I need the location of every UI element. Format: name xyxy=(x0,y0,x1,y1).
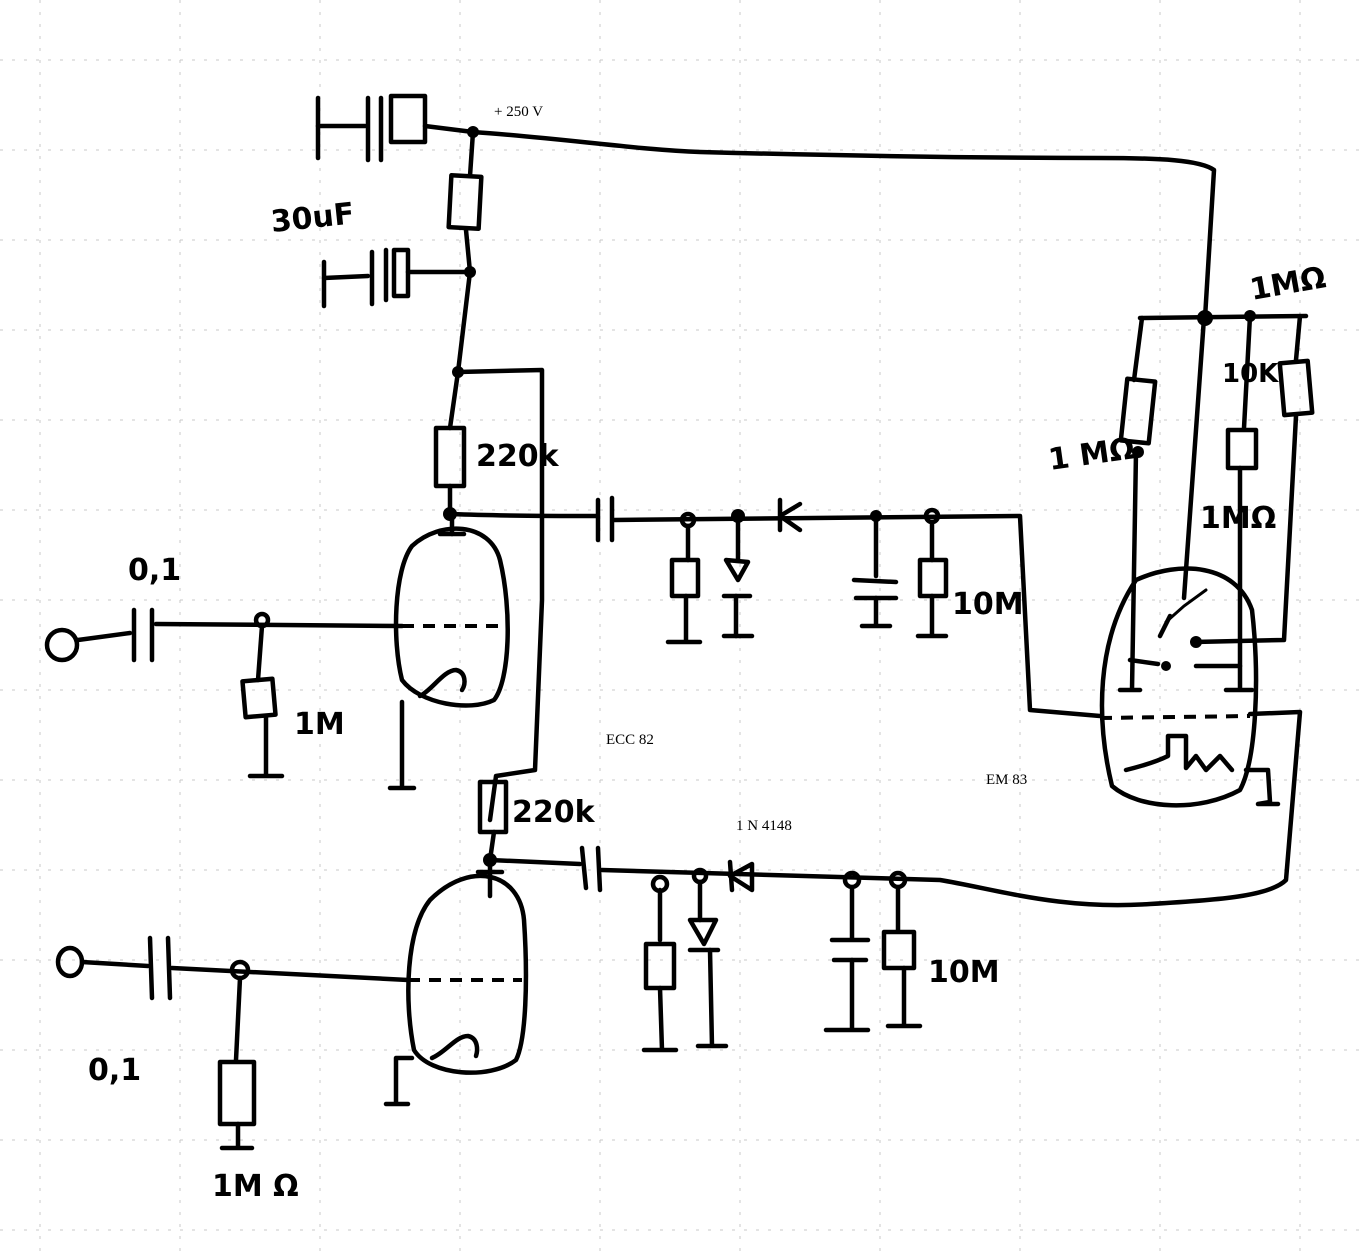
top-stage xyxy=(44,369,1103,791)
power-supply xyxy=(315,93,484,378)
label-em-res-left: 1 MΩ xyxy=(1046,431,1137,478)
em-resistor-small xyxy=(1277,358,1315,418)
label-input-cap-top: 0,1 xyxy=(128,553,181,588)
label-filter-res-top: 10M xyxy=(952,587,1024,622)
filter-resistor-top xyxy=(917,557,949,599)
filter-capacitor-top xyxy=(315,93,476,163)
series-diode-top xyxy=(777,497,803,533)
label-em-res-mid: 1MΩ xyxy=(1200,501,1276,536)
input-capacitor-bottom xyxy=(147,935,155,1001)
triode-envelope-top xyxy=(393,526,510,708)
em-resistor-left xyxy=(1118,376,1158,446)
load-resistor-bottom xyxy=(643,941,677,991)
label-em-res-small: 10K xyxy=(1222,359,1279,389)
grid-resistor-top xyxy=(240,676,278,720)
series-diode-bottom xyxy=(727,859,755,893)
label-anode-res-bottom: 220k xyxy=(512,795,596,830)
label-input-cap-bottom: 0,1 xyxy=(88,1053,141,1088)
label-filter-cap: 30uF xyxy=(269,196,356,240)
filter-capacitor-bottom xyxy=(321,247,473,309)
label-supply-voltage: + 250 V xyxy=(494,104,543,120)
em-resistor-mid xyxy=(1225,427,1259,471)
grid-resistor-bottom xyxy=(217,1059,257,1127)
shunt-diode-top xyxy=(723,557,751,583)
em83-indicator xyxy=(1099,310,1315,808)
component-labels: + 250 V 30uF 220k 220k 0,1 0,1 1M 1M Ω E… xyxy=(88,104,1328,1204)
em83-envelope xyxy=(1099,566,1259,808)
input-jack-top[interactable] xyxy=(44,627,80,663)
filter-cap-top xyxy=(851,577,899,585)
label-tube-ecc: ECC 82 xyxy=(606,732,654,748)
label-tube-em: EM 83 xyxy=(986,772,1027,788)
filter-resistor-bottom xyxy=(881,929,917,971)
shunt-diode-bottom xyxy=(687,917,719,947)
label-em-res-topright: 1MΩ xyxy=(1247,260,1328,308)
load-resistor-top xyxy=(669,557,701,599)
bottom-stage xyxy=(55,709,1303,1151)
label-grid-res-bottom: 1M Ω xyxy=(212,1169,299,1204)
label-grid-res-top: 1M xyxy=(294,707,345,742)
supply-resistor xyxy=(446,173,484,231)
label-anode-res-top: 220k xyxy=(476,439,560,474)
triode-envelope-bottom xyxy=(406,873,529,1075)
supply-bus xyxy=(470,129,1217,321)
label-diode-type: 1 N 4148 xyxy=(736,818,792,834)
input-jack-bottom[interactable] xyxy=(55,945,85,979)
label-filter-res-bottom: 10M xyxy=(928,955,1000,990)
